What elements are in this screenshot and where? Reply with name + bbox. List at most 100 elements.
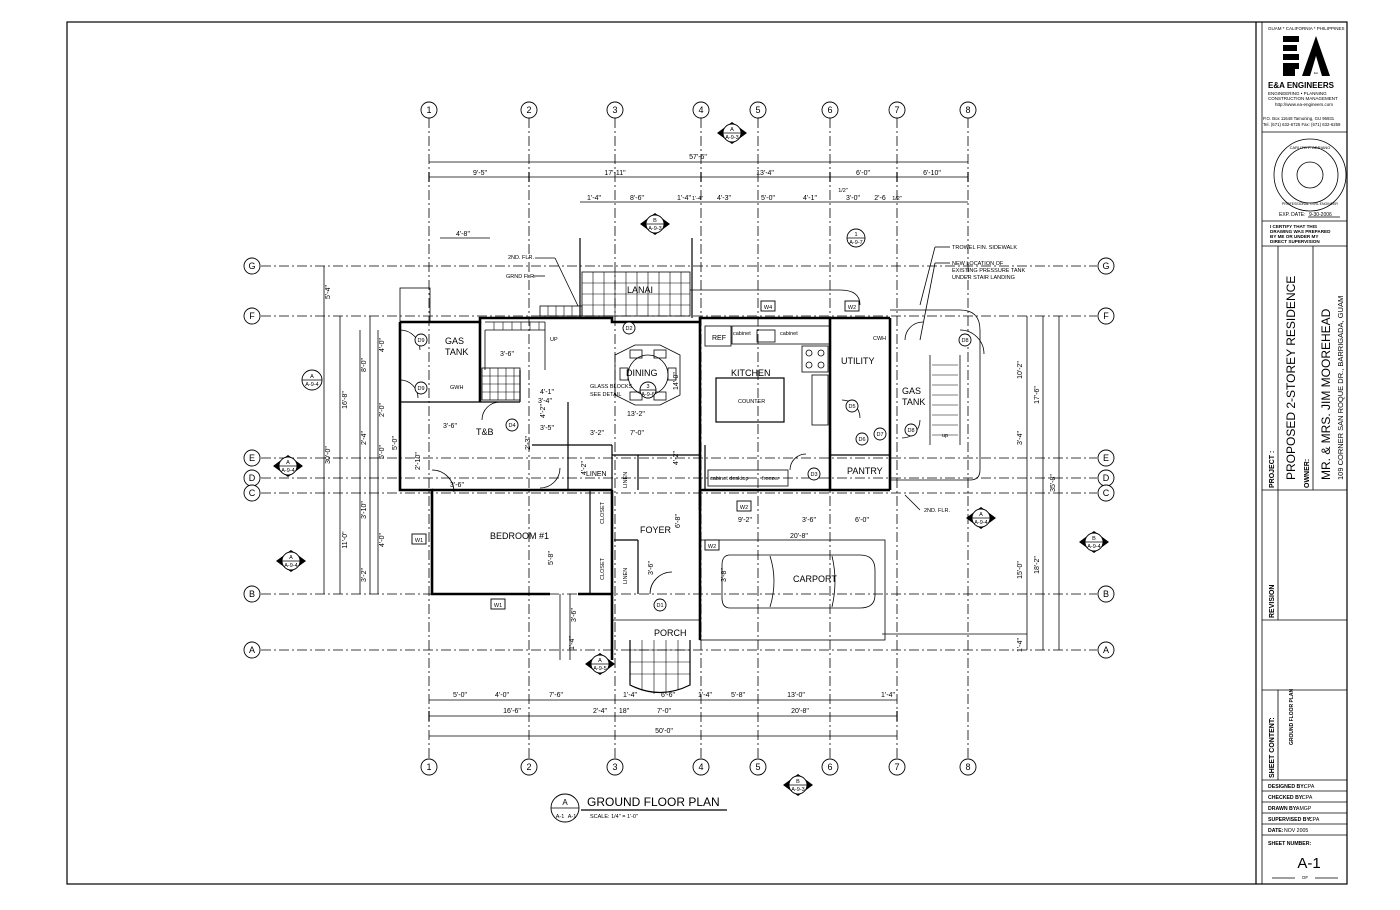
room-carport: CARPORT — [793, 574, 837, 584]
note-glass-blocks-2: SEE DETAIL — [590, 392, 621, 398]
stairs-left — [484, 305, 583, 370]
dim-label: 4'-1" — [540, 389, 554, 396]
tb-services: ENGINEERING • PLANNING — [1268, 91, 1327, 96]
dim-label: 18'-2" — [1034, 556, 1041, 574]
grid-row-label: B — [1103, 589, 1109, 599]
dim-label: 7'-0" — [630, 430, 644, 437]
dim-label: 3'-4" — [538, 398, 552, 405]
tb-web: http://www.ea-engineers.com — [1275, 102, 1333, 107]
tb-sheet-number-label: SHEET NUMBER: — [1268, 841, 1312, 847]
dim-label: 6'-6" — [661, 692, 675, 699]
pe-seal: CARLITO P. ADRIANO PROFESSIONAL CIVIL EN… — [1273, 138, 1347, 212]
dim-label: 2'-3" — [525, 436, 532, 450]
dim-label: 2'-4" — [361, 431, 368, 445]
tb-project-name: PROPOSED 2-STOREY RESIDENCE — [1284, 276, 1298, 480]
ea-logo-text: EA — [1314, 71, 1318, 75]
gwh-label: GWH — [450, 385, 463, 391]
tb-designed: CPA — [1304, 784, 1315, 790]
window-tags: W1 W1 W2 W2 W4 W2 — [411, 300, 860, 610]
grid-col-label: 1 — [426, 105, 431, 115]
dim-label: 2'-10" — [415, 452, 422, 470]
window-tag: W2 — [708, 544, 716, 550]
gas-tank-left-line1: GAS — [445, 336, 464, 346]
tb-firm: E&A ENGINEERS — [1268, 81, 1335, 90]
counter-label: COUNTER — [738, 399, 765, 405]
window-tag: W1 — [494, 603, 502, 609]
grid-col-label: 8 — [965, 762, 970, 772]
tb-certify-2: DRAWING WAS PREPARED — [1270, 229, 1331, 234]
title-block: GUAM * CALIFORNIA * PHILIPPINES EA E&A E… — [1262, 26, 1347, 880]
svg-text:A: A — [730, 127, 734, 133]
grid-col-label: 7 — [894, 105, 899, 115]
svg-text:A-9-4: A-9-4 — [305, 382, 318, 388]
note-new-location-3: UNDER STAIR LANDING — [952, 275, 1015, 281]
dim-label: 17'-11" — [604, 170, 626, 177]
kitchen-island — [704, 325, 831, 487]
door-tag: D5 — [848, 404, 855, 410]
dim-label: 3'-6" — [443, 423, 457, 430]
svg-text:B: B — [653, 218, 657, 224]
grid-col-label: 3 — [612, 762, 617, 772]
gas-tank-right-line1: GAS — [902, 386, 921, 396]
svg-text:A: A — [310, 374, 314, 380]
grid-row-label: E — [249, 453, 255, 463]
dim-label: 13'-2" — [627, 411, 645, 418]
room-linen: LINEN — [586, 471, 607, 478]
section-marker-a-left2: A A-9-4 — [301, 369, 323, 391]
dim-label: 1'-4" — [698, 692, 712, 699]
grid-bubbles-left: G F E D C B A — [243, 257, 261, 659]
dim-label: 18" — [619, 708, 630, 715]
door-tag: D7 — [876, 432, 883, 438]
plan-scale: SCALE: 1/4" = 1'-0" — [590, 814, 638, 820]
grid-row-label: A — [1103, 645, 1109, 655]
dim-label: 4'-2" — [540, 404, 547, 418]
dim-label: 9'-2" — [738, 517, 752, 524]
grid-col-label: 4 — [698, 762, 703, 772]
tb-supervised-label: SUPERVISED BY: — [1268, 817, 1312, 823]
plan-title-sheet-ref: A-1 — [568, 814, 577, 820]
grid-col-label: 2 — [526, 762, 531, 772]
tb-drawn-label: DRAWN BY: — [1268, 806, 1298, 812]
dim-label: 10'-2" — [1017, 361, 1024, 379]
svg-text:1: 1 — [854, 232, 857, 238]
plan-title-bubble-letter: A — [562, 798, 568, 807]
dim-label: 3'-5" — [540, 425, 554, 432]
dim-label: 3'-6" — [648, 561, 655, 575]
dim-label: 3'-6" — [500, 351, 514, 358]
room-tb: T&B — [476, 427, 494, 437]
tb-sheet-content: GROUND FLOOR PLAN — [1289, 689, 1295, 745]
door-tag: D2 — [625, 326, 632, 332]
grid-bubbles-bottom: 1 2 3 4 5 6 7 8 — [420, 758, 977, 776]
closet-b: CLOSET — [600, 557, 606, 580]
section-marker-a-bottom: A A-9-5 — [585, 653, 615, 675]
tb-sheet-content-label: SHEET CONTENT: — [1269, 717, 1276, 778]
door-tag: D8 — [961, 338, 968, 344]
svg-text:B: B — [796, 779, 800, 785]
dim-label: 5'-4" — [325, 285, 332, 299]
section-marker-b-top: B A-9-3 — [640, 213, 670, 235]
section-marker-a-left3: A A-9-4 — [276, 550, 306, 572]
dim-label: 3'-2" — [590, 430, 604, 437]
door-tag: D4 — [508, 423, 515, 429]
dim-label: 15'-0" — [1017, 561, 1024, 579]
dim-label: 1'-4" — [569, 636, 576, 650]
room-labels: LANAI DINING KITCHEN COUNTER UTILITY PAN… — [445, 285, 948, 638]
dim-label: 5'-8" — [731, 692, 745, 699]
grid-col-label: 1 — [426, 762, 431, 772]
tb-of-label: OF — [1302, 875, 1309, 880]
grid-row-label: A — [249, 645, 255, 655]
seal-name: CARLITO P. ADRIANO — [1290, 145, 1331, 150]
section-marker-a-left: A A-9-4 — [273, 455, 303, 477]
dim-label: 5'-8" — [548, 551, 555, 565]
room-linen-v: LINEN — [623, 568, 629, 584]
dim-label: 16'-6" — [503, 708, 521, 715]
grid-row-label: G — [1102, 261, 1109, 271]
room-porch: PORCH — [654, 628, 687, 638]
tb-supervised: CPA — [1309, 817, 1320, 823]
dim-label: 11'-0" — [342, 531, 349, 549]
tb-certify-4: DIRECT SUPERVISION — [1270, 239, 1320, 244]
dim-label: 1'-4" — [881, 692, 895, 699]
svg-text:A-9-4: A-9-4 — [1087, 544, 1100, 550]
